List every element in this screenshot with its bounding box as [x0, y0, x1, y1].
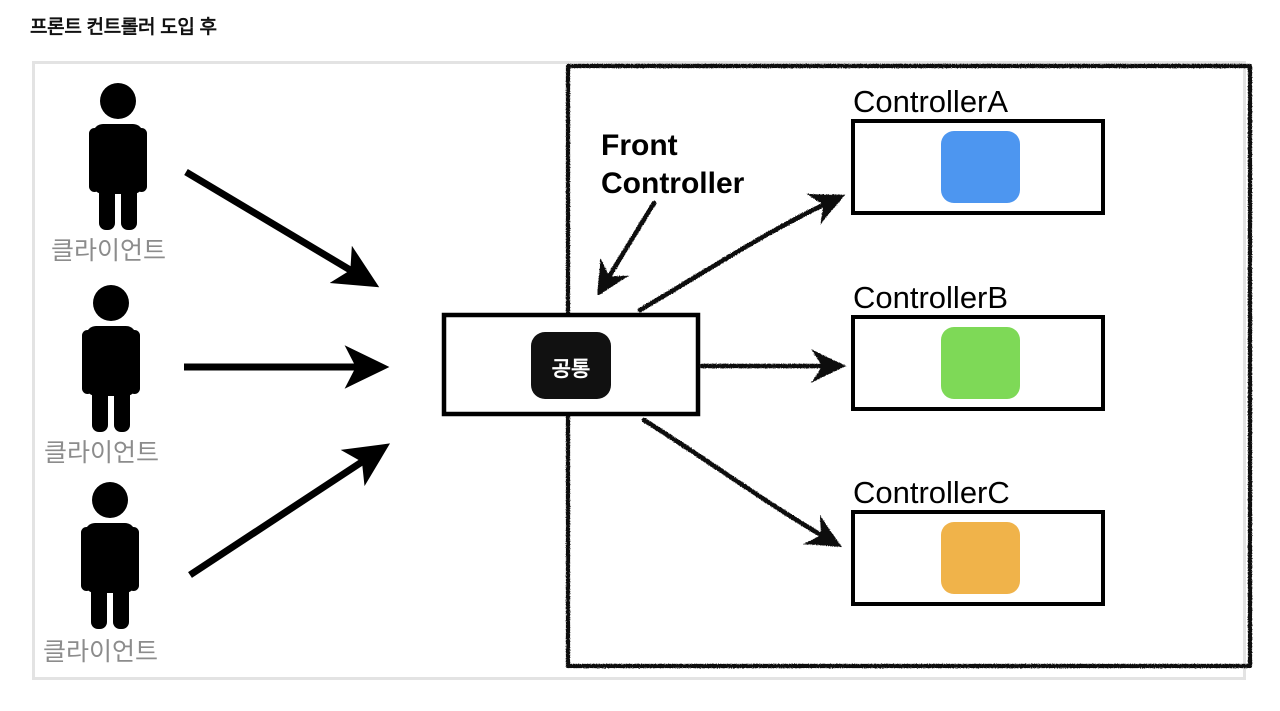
- client-request-arrows: [184, 168, 391, 578]
- server-boundary: [565, 63, 1253, 669]
- page-title: 프론트 컨트롤러 도입 후: [30, 17, 217, 38]
- arrow-client3-to-front: [188, 443, 391, 578]
- controller-b-swatch: [941, 327, 1020, 399]
- client-label: 클라이언트: [44, 439, 159, 467]
- arrow-client1-to-front: [184, 168, 380, 288]
- client-3: 클라이언트: [43, 482, 158, 666]
- person-icon: [89, 83, 147, 230]
- controller-c: ControllerC: [851, 475, 1105, 606]
- dispatch-arrows: [637, 193, 847, 548]
- controller-a: ControllerA: [851, 84, 1105, 215]
- front-controller-common-label: 공통: [552, 358, 591, 381]
- front-controller-annotation: Front Controller: [596, 129, 745, 297]
- controller-a-swatch: [941, 131, 1020, 203]
- controller-c-title: ControllerC: [853, 475, 1010, 510]
- arrow-front-to-controllerC: [641, 417, 842, 548]
- front-controller-common-chip: [531, 332, 611, 399]
- front-controller-annotation-line1: Front: [601, 129, 678, 162]
- client-label: 클라이언트: [51, 237, 166, 265]
- controller-b: ControllerB: [851, 280, 1105, 411]
- annotation-pointer-arrow: [596, 200, 657, 297]
- controller-c-swatch: [941, 522, 1020, 594]
- arrow-front-to-controllerA: [637, 193, 846, 313]
- controller-b-title: ControllerB: [853, 280, 1008, 315]
- person-icon: [81, 482, 139, 629]
- client-2: 클라이언트: [44, 285, 159, 467]
- client-1: 클라이언트: [51, 83, 166, 265]
- front-controller-box: 공통: [441, 312, 701, 417]
- controller-a-title: ControllerA: [853, 84, 1008, 119]
- front-controller-annotation-line2: Controller: [601, 167, 745, 200]
- client-label: 클라이언트: [43, 638, 158, 666]
- person-icon: [82, 285, 140, 432]
